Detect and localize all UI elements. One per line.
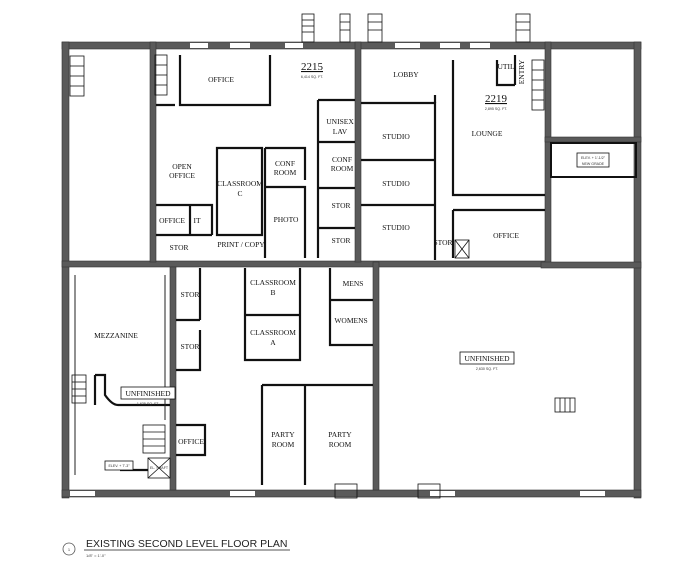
- interior-walls: [93, 55, 545, 485]
- room-label: OFFICE: [178, 437, 204, 446]
- room-label: PARTY: [271, 430, 295, 439]
- room-label: CLASSROOM: [250, 328, 296, 337]
- suite-number: 2215: [301, 61, 324, 73]
- room-label: CONF: [332, 155, 352, 164]
- room-label: PRINT / COPY: [217, 240, 265, 249]
- room-label: MEZZANINE: [94, 331, 138, 340]
- room-label: PARTY: [328, 430, 352, 439]
- room-label: STOR: [331, 236, 350, 245]
- elevation-text: ELEV. + 1'-1/2": [581, 156, 606, 160]
- stairs: [69, 13, 576, 499]
- unfinished-tag: [459, 351, 515, 365]
- room-label: LOUNGE: [472, 129, 503, 138]
- room-label: ENTRY: [517, 59, 526, 84]
- suite-area: 2,895 SQ. FT.: [485, 107, 507, 111]
- room-label: STOR: [180, 290, 199, 299]
- unfinished-area: 2,630 SQ. FT.: [476, 367, 498, 371]
- sheet-number-circle: [62, 542, 76, 556]
- room-label: PHOTO: [274, 215, 299, 224]
- unfinished-label: UNFINISHED: [126, 389, 172, 398]
- room-label: CLASSROOM: [217, 179, 263, 188]
- unfinished-label: UNFINISHED: [465, 354, 511, 363]
- room-label: ROOM: [331, 164, 354, 173]
- room-label: OPEN: [172, 162, 192, 171]
- room-label: OFFICE: [169, 171, 195, 180]
- sheet-number: 1: [68, 547, 71, 552]
- room-label: OFFICE: [493, 231, 519, 240]
- room-label: OFFICE: [159, 216, 185, 225]
- drawing-title: EXISTING SECOND LEVEL FLOOR PLAN: [86, 538, 288, 550]
- elevation-text: ELEV. + 7'-3": [108, 464, 130, 468]
- shaft-label: EL. SHAFT: [150, 466, 169, 470]
- room-label: CLASSROOM: [250, 278, 296, 287]
- room-label: STOR: [180, 342, 199, 351]
- room-label: STOR: [433, 238, 452, 247]
- unfinished-tag: [120, 386, 176, 400]
- room-label: A: [270, 338, 276, 347]
- room-label: ROOM: [329, 440, 352, 449]
- windows: [70, 43, 605, 496]
- room-label: IT: [193, 216, 200, 225]
- room-label: STUDIO: [382, 132, 410, 141]
- room-label: C: [237, 189, 242, 198]
- mezzanine-edge: [74, 275, 166, 475]
- room-label: WOMENS: [334, 316, 367, 325]
- elevator-shafts: [147, 239, 470, 479]
- suite-area: 6,414 SQ. FT.: [301, 75, 323, 79]
- room-label: UNISEX: [326, 117, 354, 126]
- room-labels: OFFICE LOBBY UTIL ENTRY LOUNGE UNISEX LA…: [94, 59, 526, 449]
- room-label: STOR: [331, 201, 350, 210]
- room-label: CONF: [275, 159, 295, 168]
- drawing-scale: 1/8" = 1'-0": [86, 553, 106, 558]
- elev-area: [550, 142, 637, 178]
- room-label: B: [270, 288, 275, 297]
- room-label: ROOM: [274, 168, 297, 177]
- room-label: STOR: [169, 243, 188, 252]
- room-label: LAV: [333, 127, 348, 136]
- suite-number: 2219: [485, 93, 508, 105]
- room-label: MENS: [343, 279, 364, 288]
- elevation-tag: [104, 460, 134, 471]
- room-label: ROOM: [272, 440, 295, 449]
- unfinished-area: 1,635 SQ. FT.: [137, 402, 159, 406]
- elevation-text: NEW GRADE: [582, 162, 605, 166]
- elevation-tag: [576, 152, 610, 168]
- room-label: STUDIO: [382, 223, 410, 232]
- room-label: OFFICE: [208, 75, 234, 84]
- room-label: LOBBY: [393, 70, 419, 79]
- room-label: UTIL: [497, 62, 514, 71]
- room-label: STUDIO: [382, 179, 410, 188]
